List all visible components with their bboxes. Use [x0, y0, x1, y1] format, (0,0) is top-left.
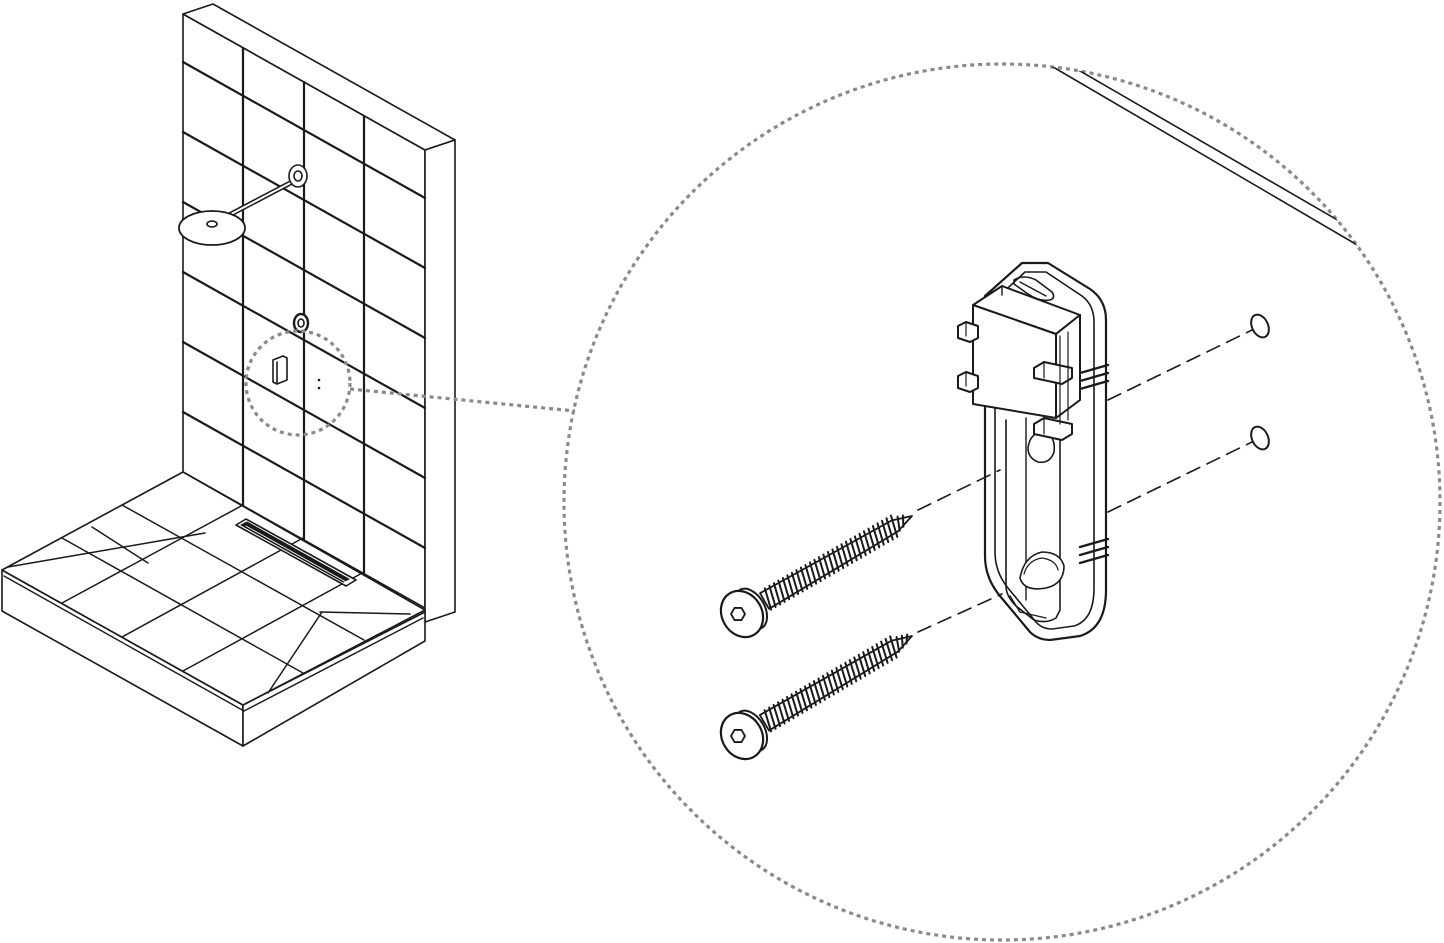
detail-zoom-circle [562, 62, 1442, 942]
wall-outlet [292, 312, 310, 334]
wall-plug [1250, 313, 1270, 339]
tile-edge [1047, 64, 1411, 271]
zoom-callout [244, 62, 1442, 942]
alignment-guides [917, 329, 1253, 633]
shower-tray [1, 471, 426, 747]
detail-marker-circle [244, 329, 352, 437]
bracket-module [957, 285, 1081, 441]
screw [719, 514, 913, 639]
callout-leader-line [349, 387, 576, 413]
shower-enclosure [1, 3, 456, 747]
wall-mounted-holder [272, 355, 321, 390]
linear-floor-drain [235, 518, 357, 587]
detail-view [719, 64, 1411, 761]
screw-group [719, 514, 913, 761]
screw [719, 633, 913, 761]
wall-plug [1250, 425, 1270, 451]
rain-shower-head [178, 164, 308, 246]
